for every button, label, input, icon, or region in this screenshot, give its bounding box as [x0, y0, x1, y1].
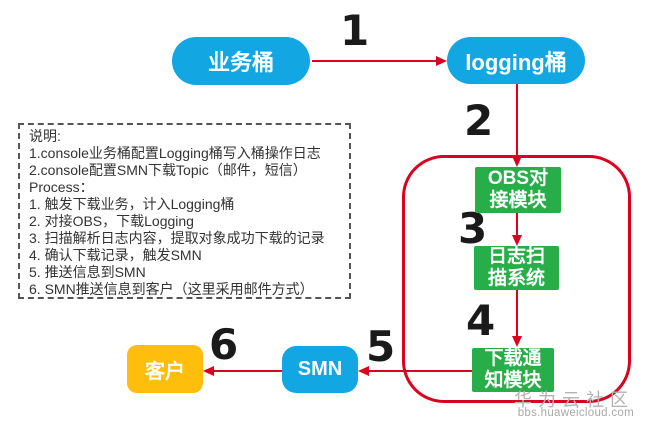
arrow-line — [312, 60, 438, 62]
node-smn: SMN — [282, 346, 358, 393]
arrow-line — [516, 290, 518, 337]
note-line: 说明: — [29, 128, 61, 144]
step-number-5: 5 — [366, 322, 396, 371]
arrow-line — [516, 213, 518, 236]
arrow-line — [516, 84, 518, 158]
note-line: 5. 推送信息到SMN — [29, 264, 146, 280]
node-download-notify-line2: 知模块 — [484, 370, 542, 391]
node-obs-module-line2: 接模块 — [489, 190, 547, 211]
node-obs-module-line1: OBS对 — [487, 168, 549, 189]
arrow-line — [213, 370, 282, 372]
step-number-3: 3 — [458, 204, 488, 253]
note-line: 2.console配置SMN下载Topic（邮件，短信） — [29, 162, 307, 178]
arrowhead-down-icon — [511, 336, 522, 347]
step-number-6: 6 — [209, 320, 239, 369]
note-line: 3. 扫描解析日志内容，提取对象成功下载的记录 — [29, 230, 325, 246]
arrow-line — [368, 370, 472, 372]
node-download-notify-line1: 下载通 — [484, 348, 542, 369]
note-line: 1. 触发下载业务，计入Logging桶 — [29, 196, 235, 212]
step-number-1: 1 — [340, 6, 370, 55]
node-obs-module: OBS对 接模块 — [475, 167, 561, 213]
node-log-scan-system: 日志扫 描系统 — [474, 246, 559, 290]
node-log-scan-line2: 描系统 — [487, 268, 545, 289]
node-download-notify-module: 下载通 知模块 — [472, 348, 554, 392]
note-line: Process： — [29, 179, 94, 195]
arrowhead-left-icon — [203, 365, 214, 376]
node-business-bucket: 业务桶 — [172, 37, 310, 85]
step-number-4: 4 — [466, 296, 496, 345]
arrowhead-right-icon — [436, 55, 447, 66]
node-customer: 客户 — [127, 345, 203, 393]
note-line: 6. SMN推送信息到客户（这里采用邮件方式） — [29, 281, 314, 297]
watermark-site-url: bbs.huaweicloud.com — [517, 407, 634, 419]
node-logging-bucket: logging桶 — [447, 37, 585, 84]
note-line: 4. 确认下载记录，触发SMN — [29, 247, 202, 263]
arrowhead-down-icon — [511, 235, 522, 246]
step-number-2: 2 — [464, 96, 494, 145]
arrowhead-left-icon — [358, 365, 369, 376]
note-line: 2. 对接OBS，下载Logging — [29, 213, 194, 229]
arrowhead-down-icon — [511, 156, 522, 167]
legend-note: 说明: 1.console业务桶配置Logging桶写入桶操作日志 2.cons… — [18, 123, 351, 299]
watermark-site-name: 华为云社区 — [514, 390, 634, 410]
note-line: 1.console业务桶配置Logging桶写入桶操作日志 — [29, 145, 321, 161]
node-log-scan-line1: 日志扫 — [487, 246, 545, 267]
